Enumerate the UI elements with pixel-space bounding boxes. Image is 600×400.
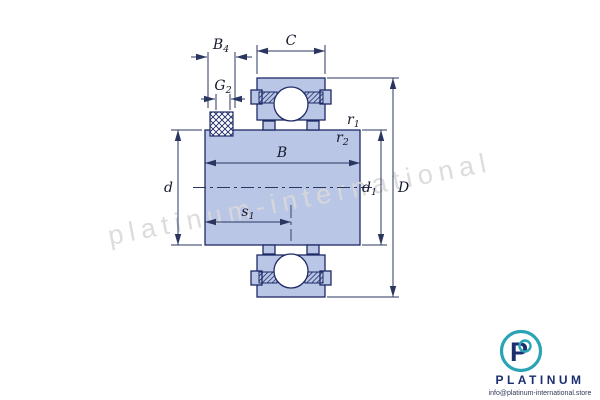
- brand-email: info@platinum-international.store: [489, 390, 592, 397]
- brand-logo: P: [499, 329, 543, 373]
- seal-lip-top-left: [262, 120, 276, 131]
- label-r1: r1: [347, 112, 360, 130]
- logo-letter: P: [510, 337, 528, 367]
- set-screw-hatch: [209, 111, 234, 137]
- logo-swirl: [518, 339, 532, 353]
- brand-name: PLATINUM: [495, 373, 584, 387]
- ball-bottom: [273, 253, 309, 289]
- label-s1: s1: [241, 204, 254, 222]
- seal-lip-top-right: [306, 120, 320, 131]
- bearing-part: [204, 77, 361, 298]
- dimension-lines: [171, 45, 399, 298]
- label-B4: B4: [212, 37, 229, 55]
- label-G2: G2: [214, 78, 231, 96]
- ball-top: [273, 86, 309, 122]
- seal-lip-bottom-left: [262, 244, 276, 255]
- label-d: d: [164, 180, 173, 196]
- label-C: C: [286, 33, 297, 49]
- seal-lip-bottom-right: [306, 244, 320, 255]
- label-d1: d1: [362, 180, 377, 198]
- label-D: D: [397, 180, 409, 196]
- label-B: B: [276, 145, 287, 161]
- label-r2: r2: [336, 130, 349, 148]
